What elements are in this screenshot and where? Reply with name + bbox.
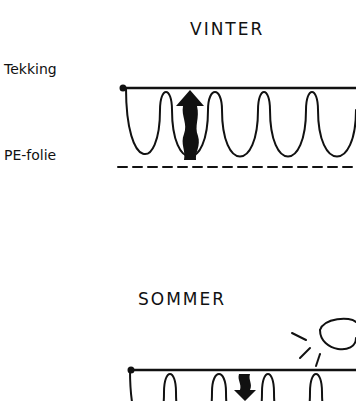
sun-ray — [292, 333, 306, 340]
sun-ray — [316, 354, 320, 366]
insulation-loops — [130, 370, 356, 401]
section-heading: SOMMER — [138, 290, 226, 309]
line-dot — [121, 86, 126, 91]
sun-symbol — [320, 330, 356, 349]
roof-line — [130, 369, 356, 372]
sun-ray — [300, 348, 310, 358]
insulation-loops — [126, 88, 356, 157]
part-label: PE-folie — [4, 148, 56, 163]
part-label: Tekking — [4, 62, 57, 77]
pe-foil-line — [118, 166, 356, 168]
section-heading: VINTER — [190, 20, 264, 39]
roof-line — [122, 87, 356, 90]
heat-arrow — [176, 90, 204, 160]
heat-arrow — [234, 374, 256, 401]
